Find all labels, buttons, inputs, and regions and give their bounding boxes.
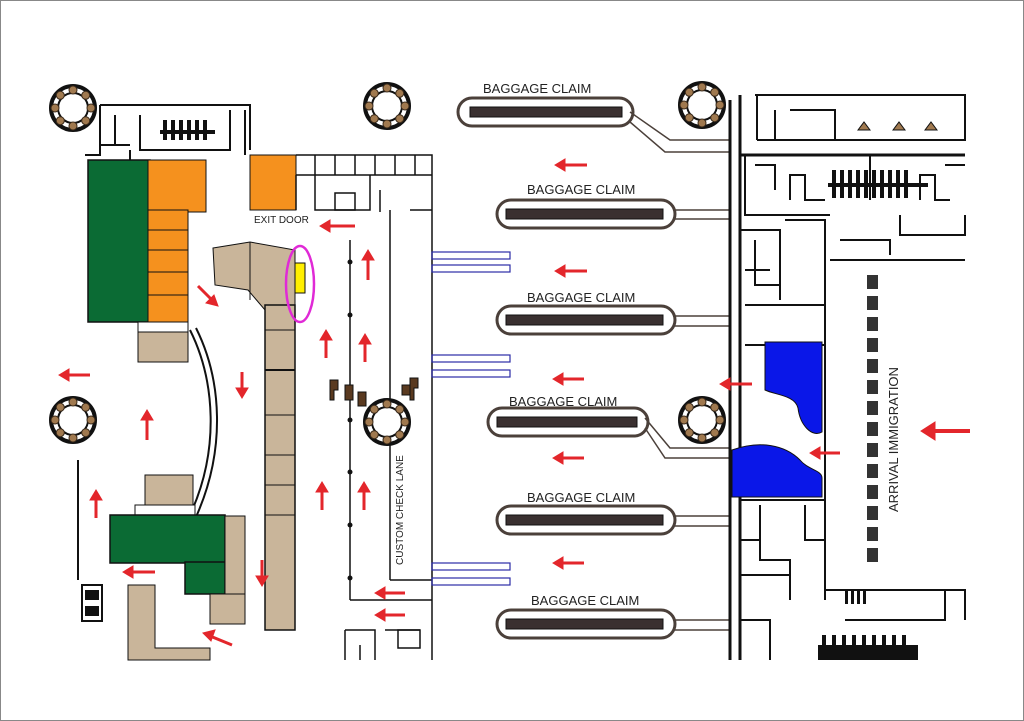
shop-green-bottom [109,514,226,564]
baggage-claim-label-3: BAGGAGE CLAIM [527,290,635,305]
direction-arrow-icon [202,629,233,647]
direction-arrow-icon [89,489,103,518]
direction-arrow-icon [140,409,154,440]
direction-arrow-icon [374,608,405,622]
carousel-feeders [629,111,730,631]
escalator-icon [160,120,215,140]
baggage-claim-label-5: BAGGAGE CLAIM [527,490,635,505]
shop-orange-col [147,209,189,323]
direction-arrow-icon [122,565,155,579]
blue-zone-lower [731,444,823,498]
kiosk-icons [329,377,419,407]
counter-tan [137,321,189,333]
direction-arrow-icon [374,586,405,600]
curved-walkway [189,329,212,516]
direction-arrow-icon [235,372,249,399]
direction-arrow-icon [357,481,371,510]
ring-waypoint-icon [678,396,726,444]
arrival-immigration-label: ARRIVAL IMMIGRATION [886,367,901,512]
ring-waypoint-icon [678,81,726,129]
direction-arrow-icon [809,446,840,460]
direction-arrow-icon [719,377,752,391]
ring-waypoint-icon [49,396,97,444]
baggage-carousels [456,96,677,640]
direction-arrow-icon [554,264,587,278]
right-wing [728,94,966,660]
direction-arrow-icon [319,329,333,358]
direction-arrow-icon [552,556,584,570]
baggage-claim-label-2: BAGGAGE CLAIM [527,182,635,197]
highlight-ring [284,244,316,324]
direction-arrow-icon [58,368,90,382]
direction-arrow-icon [552,372,584,386]
direction-arrow-icon [255,560,269,587]
direction-arrow-icon [358,333,372,362]
exit-door-label: EXIT DOOR [254,215,309,226]
direction-arrow-icon [361,249,375,280]
baggage-claim-label-4: BAGGAGE CLAIM [509,394,617,409]
direction-arrow-icon [552,451,584,465]
ring-waypoint-icon [363,82,411,130]
escalator-icon [828,170,928,198]
highlight-marker [294,262,306,294]
escalator-icon [818,635,918,660]
direction-arrow-icon [196,284,219,307]
lane-connectors [431,251,511,586]
shop-orange-top [147,159,207,213]
tan-strip [264,304,296,631]
direction-arrow-icon [920,421,970,441]
shop-green-top [87,159,151,323]
direction-arrows [58,158,970,647]
seat-icons [857,121,938,131]
left-wing [77,104,251,580]
direction-arrow-icon [315,481,329,510]
direction-arrow-icon [319,219,355,233]
custom-check-lane-label: CUSTOM CHECK LANE [395,455,406,565]
blue-zone-upper [764,341,823,434]
ring-waypoint-icon [363,398,411,446]
baggage-claim-label-6: BAGGAGE CLAIM [531,593,639,608]
ring-waypoint-icon [49,84,97,132]
direction-arrow-icon [554,158,587,172]
stairs-icon [845,590,866,604]
shop-orange-small [249,154,297,211]
counter-tan [137,331,189,363]
immigration-booths [867,275,878,562]
baggage-claim-label-1: BAGGAGE CLAIM [483,81,591,96]
lane-posts [347,259,353,581]
